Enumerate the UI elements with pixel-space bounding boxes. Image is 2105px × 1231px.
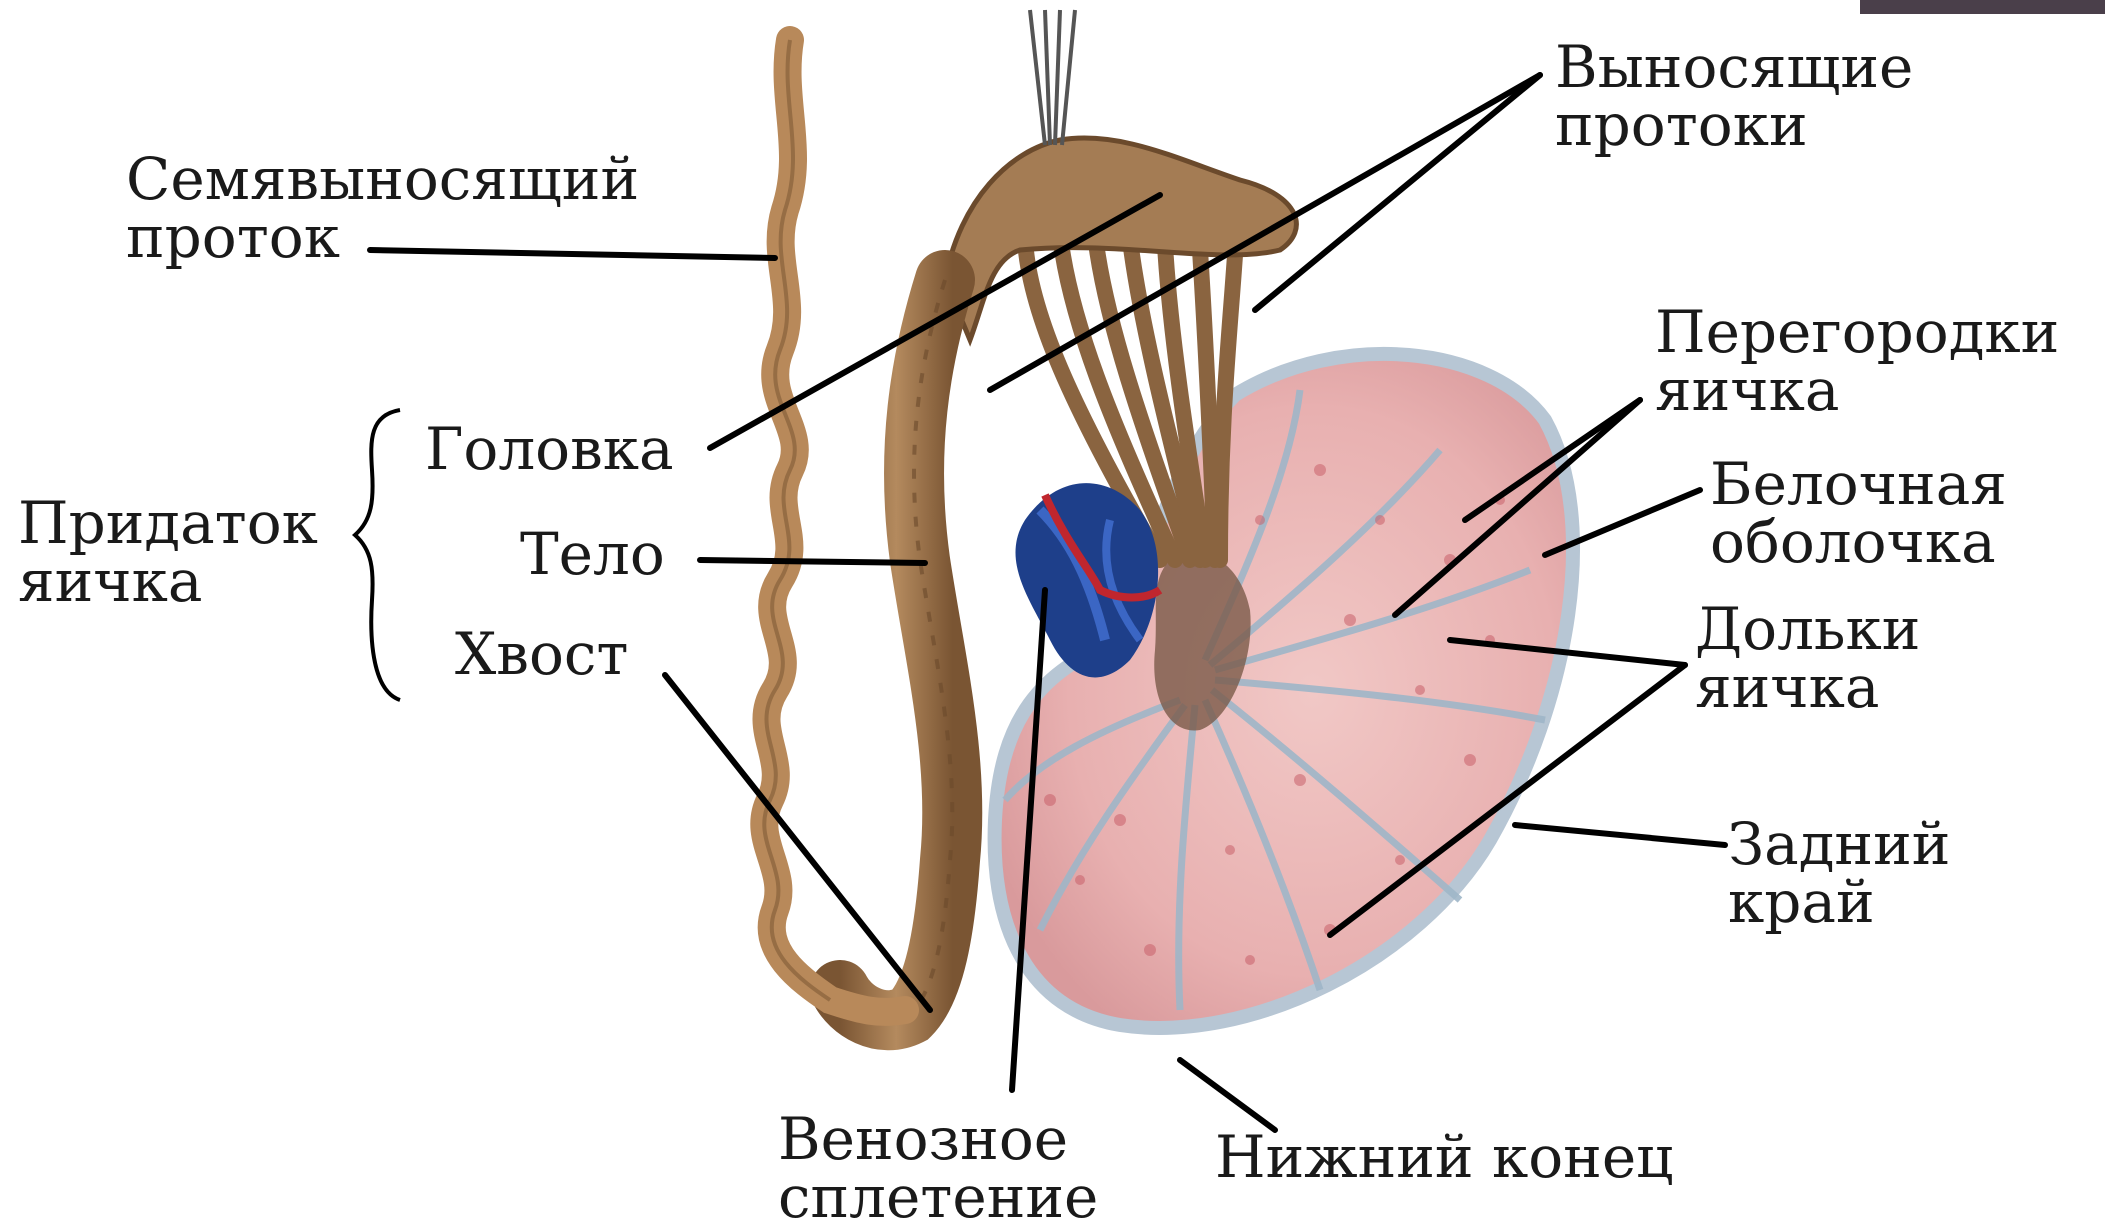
label-lower-pole: Нижний конец xyxy=(1215,1128,1673,1186)
label-venous-plexus: Венозное сплетение xyxy=(778,1110,1098,1226)
label-tunica-albuginea: Белочная оболочка xyxy=(1710,455,2007,571)
testis xyxy=(995,354,1573,1028)
label-lobules: Дольки яичка xyxy=(1695,600,1920,716)
leader-lower-pole xyxy=(1180,1060,1275,1130)
leader-body xyxy=(700,560,925,563)
label-vas-deferens: Семявыносящий проток xyxy=(126,150,639,266)
epididymis-bracket xyxy=(355,410,400,700)
leader-posterior-border xyxy=(1515,825,1725,845)
leader-efferent-1 xyxy=(1255,75,1540,310)
label-epididymis: Придаток яичка xyxy=(18,494,318,610)
label-efferent-ducts: Выносящие протоки xyxy=(1555,38,1913,154)
epididymis-body-tail-shape xyxy=(840,280,952,1020)
label-epididymis-head: Головка xyxy=(425,420,674,478)
epididymis-head-shape xyxy=(945,138,1296,340)
label-epididymis-tail: Хвост xyxy=(455,625,628,683)
label-posterior-border: Задний край xyxy=(1728,815,1950,931)
label-epididymis-body: Тело xyxy=(520,525,665,583)
corner-tab xyxy=(1860,0,2105,14)
spermatic-cord-vessels xyxy=(1030,10,1075,145)
label-septa: Перегородки яичка xyxy=(1655,303,2059,419)
